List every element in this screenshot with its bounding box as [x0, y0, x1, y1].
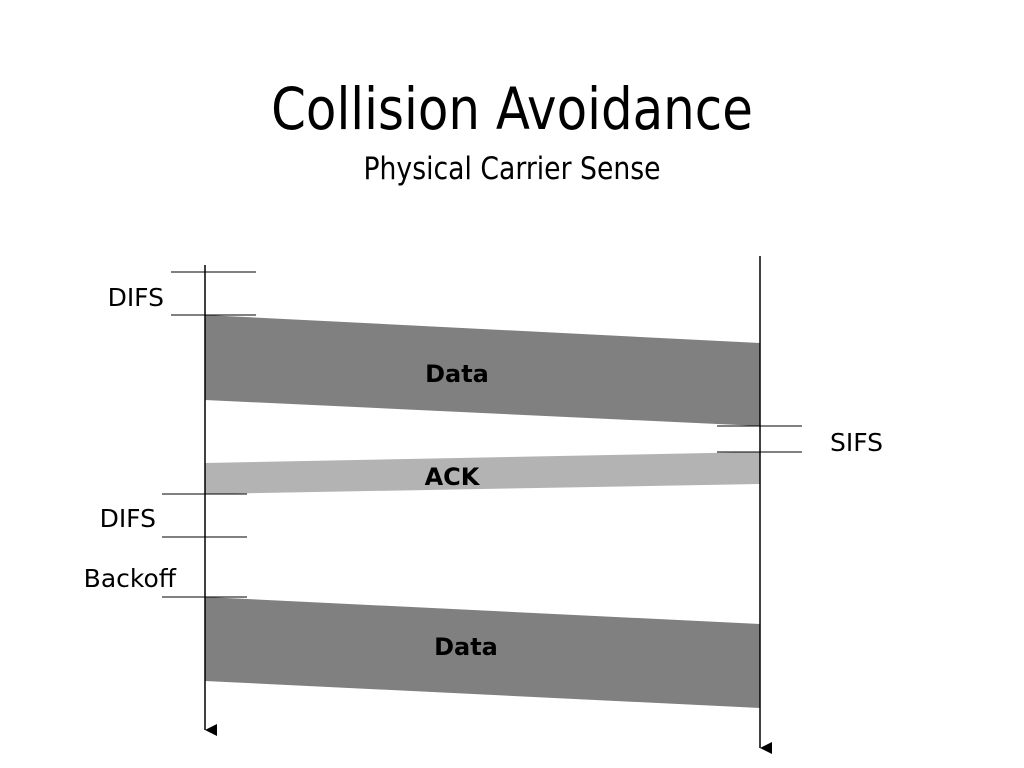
difs-1-label: DIFS — [108, 283, 164, 312]
ack-frame-label: ACK — [425, 463, 481, 491]
sifs-label: SIFS — [830, 428, 883, 457]
data-frame-1 — [205, 315, 760, 426]
data-frame-1-label: Data — [425, 360, 489, 388]
difs-2-ticks — [162, 493, 247, 538]
data-frame-2 — [205, 597, 760, 708]
slide-subtitle: Physical Carrier Sense — [363, 151, 661, 187]
difs-1-ticks — [171, 271, 256, 316]
data-frame-2-label: Data — [434, 633, 498, 661]
difs-2-label: DIFS — [100, 504, 156, 533]
ack-frame — [205, 452, 760, 494]
slide-title: Collision Avoidance — [271, 75, 753, 143]
sifs-ticks — [717, 425, 802, 453]
backoff-label: Backoff — [84, 564, 177, 593]
